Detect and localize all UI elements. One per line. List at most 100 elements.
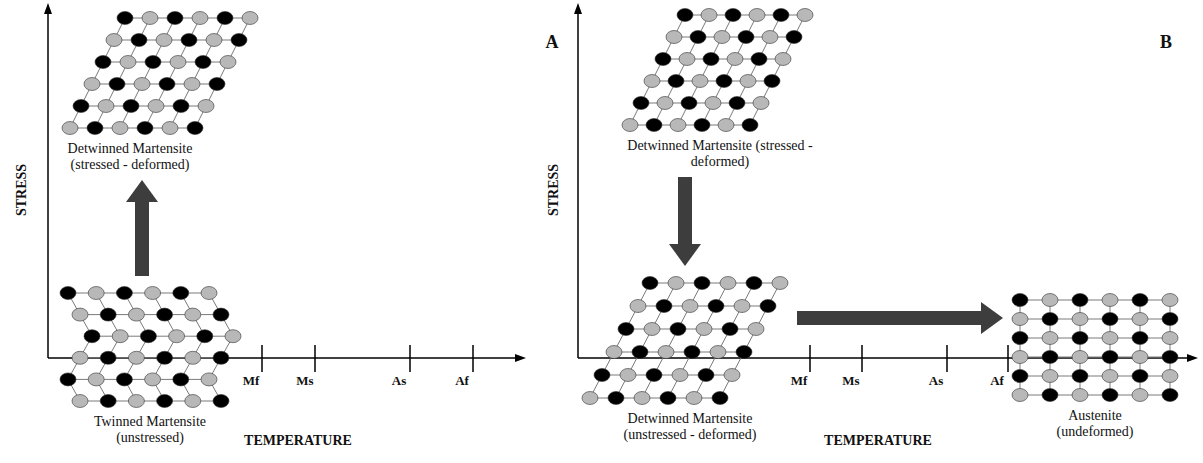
- lattice-atom: [242, 12, 258, 25]
- block-arrow: [797, 302, 1003, 334]
- lattice-atom: [213, 308, 229, 321]
- stress-axis: [47, 10, 49, 358]
- detwinned-martensite-lattice: Detwinned Martensite (stressed - deforme…: [60, 8, 260, 173]
- lattice-atom: [100, 351, 116, 364]
- lattice-atom: [736, 346, 752, 359]
- twinned-martensite-lattice: Twinned Martensite (unstressed): [58, 283, 243, 446]
- lattice-atom: [197, 330, 213, 343]
- lattice-atom: [749, 9, 765, 22]
- lattice-atom: [84, 330, 100, 343]
- lattice-atom: [1162, 370, 1178, 383]
- lattice-atom: [95, 56, 111, 69]
- lattice-atom: [705, 97, 721, 110]
- lattice-atom: [1162, 313, 1178, 326]
- lattice-atom: [632, 346, 648, 359]
- lattice-atom: [173, 100, 189, 113]
- lattice-atom: [1072, 370, 1088, 383]
- lattice-atom: [201, 287, 217, 300]
- crystal-lattice: [580, 273, 790, 408]
- lattice-atom: [1042, 370, 1058, 383]
- lattice-atom: [716, 75, 732, 88]
- lattice-atom: [88, 287, 104, 300]
- lattice-caption: Twinned Martensite (unstressed): [80, 414, 220, 446]
- lattice-atom: [606, 346, 622, 359]
- axis-group-a: [48, 10, 518, 372]
- crystal-lattice: [60, 8, 260, 138]
- lattice-atom: [157, 351, 173, 364]
- lattice-atom: [106, 34, 122, 47]
- lattice-atom: [213, 351, 229, 364]
- lattice-atom: [746, 277, 762, 290]
- lattice-atom: [184, 78, 200, 91]
- crystal-lattice: [620, 5, 815, 135]
- lattice-atom: [686, 392, 702, 405]
- lattice-atom: [1042, 389, 1058, 402]
- axis-arrowhead: [574, 3, 582, 14]
- lattice-atom: [1132, 370, 1148, 383]
- lattice-atom: [725, 9, 741, 22]
- lattice-atom: [162, 122, 178, 135]
- lattice-atom: [185, 395, 201, 408]
- lattice-atom: [655, 53, 671, 66]
- lattice-atom: [786, 31, 802, 44]
- lattice-atom: [1072, 351, 1088, 364]
- lattice-atom: [128, 308, 144, 321]
- lattice-atom: [1072, 313, 1088, 326]
- crystal-lattice: [1010, 290, 1180, 405]
- lattice-atom: [646, 119, 662, 132]
- lattice-atom: [72, 351, 88, 364]
- lattice-atom: [72, 395, 88, 408]
- tick-label: Ms: [296, 373, 313, 389]
- lattice-caption: Detwinned Martensite (unstressed - defor…: [605, 411, 775, 443]
- lattice-atom: [1012, 294, 1028, 307]
- axis-group-b: [578, 10, 1190, 372]
- lattice-atom: [772, 277, 788, 290]
- lattice-atom: [1072, 332, 1088, 345]
- lattice-atom: [724, 369, 740, 382]
- lattice-atom: [88, 373, 104, 386]
- lattice-atom: [116, 287, 132, 300]
- tick-label: Af: [990, 373, 1004, 389]
- lattice-atom: [1132, 351, 1148, 364]
- lattice-atom: [209, 78, 225, 91]
- lattice-atom: [608, 392, 624, 405]
- lattice-atom: [1132, 332, 1148, 345]
- lattice-atom: [764, 75, 780, 88]
- lattice-atom: [672, 369, 688, 382]
- tick-mark: [409, 345, 411, 372]
- lattice-atom: [206, 34, 222, 47]
- lattice-atom: [694, 119, 710, 132]
- lattice-atom: [1012, 332, 1028, 345]
- tick-label: Af: [455, 373, 469, 389]
- lattice-atom: [1012, 389, 1028, 402]
- lattice-atom: [60, 373, 76, 386]
- lattice-atom: [660, 392, 676, 405]
- lattice-atom: [201, 373, 217, 386]
- lattice-atom: [120, 56, 136, 69]
- lattice-atom: [1162, 332, 1178, 345]
- lattice-atom: [708, 300, 724, 313]
- tick-label: As: [392, 373, 406, 389]
- lattice-atom: [714, 31, 730, 44]
- lattice-atom: [670, 323, 686, 336]
- lattice-atom: [73, 100, 89, 113]
- lattice-atom: [112, 122, 128, 135]
- lattice-atom: [128, 351, 144, 364]
- lattice-atom: [185, 351, 201, 364]
- axis-title: TEMPERATURE: [824, 433, 932, 449]
- lattice-caption: Detwinned Martensite (stressed - deforme…: [620, 138, 820, 170]
- lattice-atom: [1102, 332, 1118, 345]
- lattice-atom: [231, 34, 247, 47]
- tick-mark: [861, 345, 863, 372]
- tick-mark: [472, 345, 474, 372]
- lattice-atom: [642, 277, 658, 290]
- lattice-atom: [668, 75, 684, 88]
- lattice-atom: [634, 392, 650, 405]
- lattice-atom: [157, 395, 173, 408]
- lattice-atom: [185, 308, 201, 321]
- axis-arrowhead: [515, 354, 526, 362]
- lattice-atom: [220, 56, 236, 69]
- lattice-atom: [762, 31, 778, 44]
- lattice-atom: [740, 75, 756, 88]
- lattice-atom: [1132, 389, 1148, 402]
